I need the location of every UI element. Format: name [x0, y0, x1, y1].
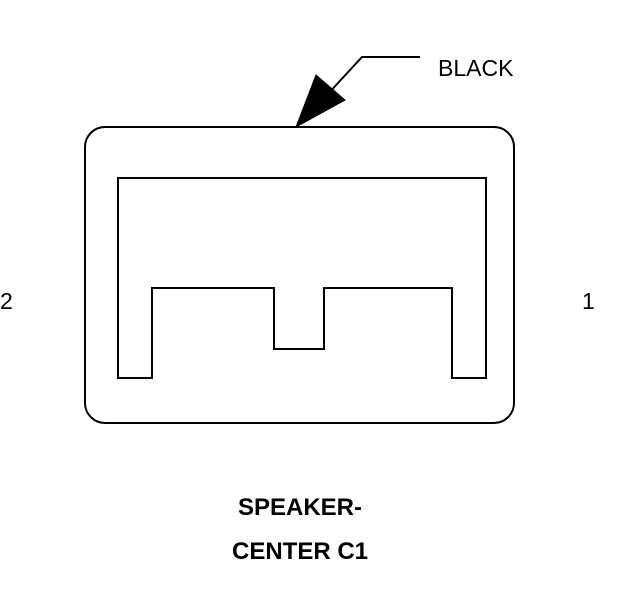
callout-arrowhead	[295, 74, 346, 129]
wire-color-label: BLACK	[438, 55, 514, 81]
connector-housing	[84, 126, 515, 424]
pin-number-left: 2	[0, 288, 13, 314]
connector-title-line-2: CENTER C1	[231, 538, 369, 565]
connector-cavity-outline	[117, 177, 487, 379]
pin-number-right: 1	[582, 288, 595, 314]
connector-title-line-1: SPEAKER-	[237, 494, 363, 521]
callout-leader-line	[325, 56, 420, 97]
